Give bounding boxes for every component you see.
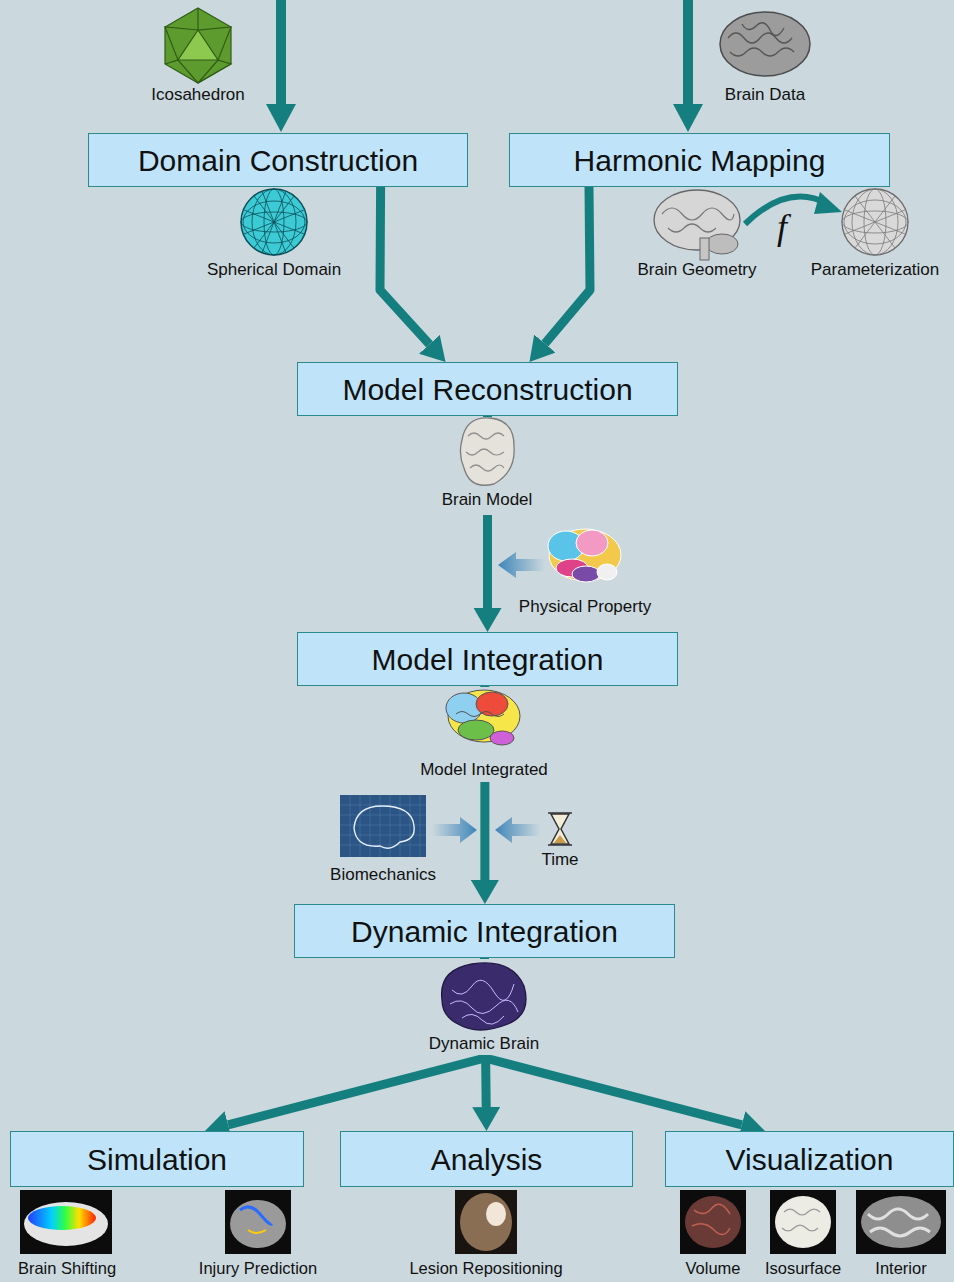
brain-integrated	[446, 690, 520, 745]
caption-label: Volume	[683, 1259, 742, 1277]
box-title: Model Integration	[372, 643, 604, 676]
input-arrow	[266, 0, 703, 132]
box-title: Dynamic Integration	[351, 915, 618, 948]
caption-label: Model Integrated	[418, 761, 550, 780]
brain-model	[460, 418, 514, 485]
caption-label: Time	[539, 851, 580, 870]
caption-label: Interior	[873, 1259, 928, 1277]
process-box: Analysis	[340, 1131, 633, 1187]
process-box: Visualization	[665, 1131, 954, 1187]
process-box: Domain Construction	[88, 133, 468, 187]
time-arrow	[495, 817, 540, 843]
caption-label: Dynamic Brain	[427, 1035, 542, 1054]
biomechanics-arrow	[432, 817, 477, 843]
process-box: Model Integration	[297, 632, 678, 686]
caption-label: Spherical Domain	[205, 261, 343, 280]
process-box: Model Reconstruction	[297, 362, 678, 416]
caption-label: Physical Property	[517, 598, 653, 617]
caption-label: f	[775, 208, 789, 248]
process-box: Simulation	[10, 1131, 304, 1187]
caption-label: Brain Data	[723, 86, 807, 105]
caption-label: Lesion Repositioning	[407, 1259, 564, 1277]
process-box: Harmonic Mapping	[509, 133, 890, 187]
box-title: Domain Construction	[138, 144, 418, 177]
caption-label: Icosahedron	[149, 86, 247, 105]
process-box: Dynamic Integration	[294, 904, 675, 958]
box-title: Harmonic Mapping	[574, 144, 826, 177]
sphere-mesh	[241, 189, 307, 255]
parameterization-sphere	[842, 189, 908, 255]
box-title: Visualization	[726, 1143, 894, 1176]
caption-label: Isosurface	[763, 1259, 843, 1277]
flow-arrow	[545, 187, 590, 344]
thumbnail	[20, 1190, 946, 1254]
caption-label: Injury Prediction	[197, 1259, 319, 1277]
caption-label: Parameterization	[809, 261, 942, 280]
mapping-arrow	[745, 192, 842, 224]
icosahedron-icon	[165, 8, 231, 83]
brain-lobes	[548, 529, 621, 582]
caption-label: Brain Geometry	[635, 261, 758, 280]
brain-sagittal	[654, 190, 740, 260]
box-title: Model Reconstruction	[342, 373, 632, 406]
box-title: Simulation	[87, 1143, 227, 1176]
blueprint-image	[340, 795, 426, 857]
property-arrow	[498, 552, 545, 578]
box-title: Analysis	[431, 1143, 543, 1176]
brain-photo	[720, 12, 810, 76]
caption-label: Brain Model	[440, 491, 535, 510]
caption-label: Biomechanics	[328, 866, 438, 885]
caption-label: Brain Shifting	[16, 1259, 118, 1277]
hourglass-icon	[548, 813, 572, 845]
dynamic-brain	[442, 963, 526, 1030]
flow-arrow	[380, 187, 429, 344]
